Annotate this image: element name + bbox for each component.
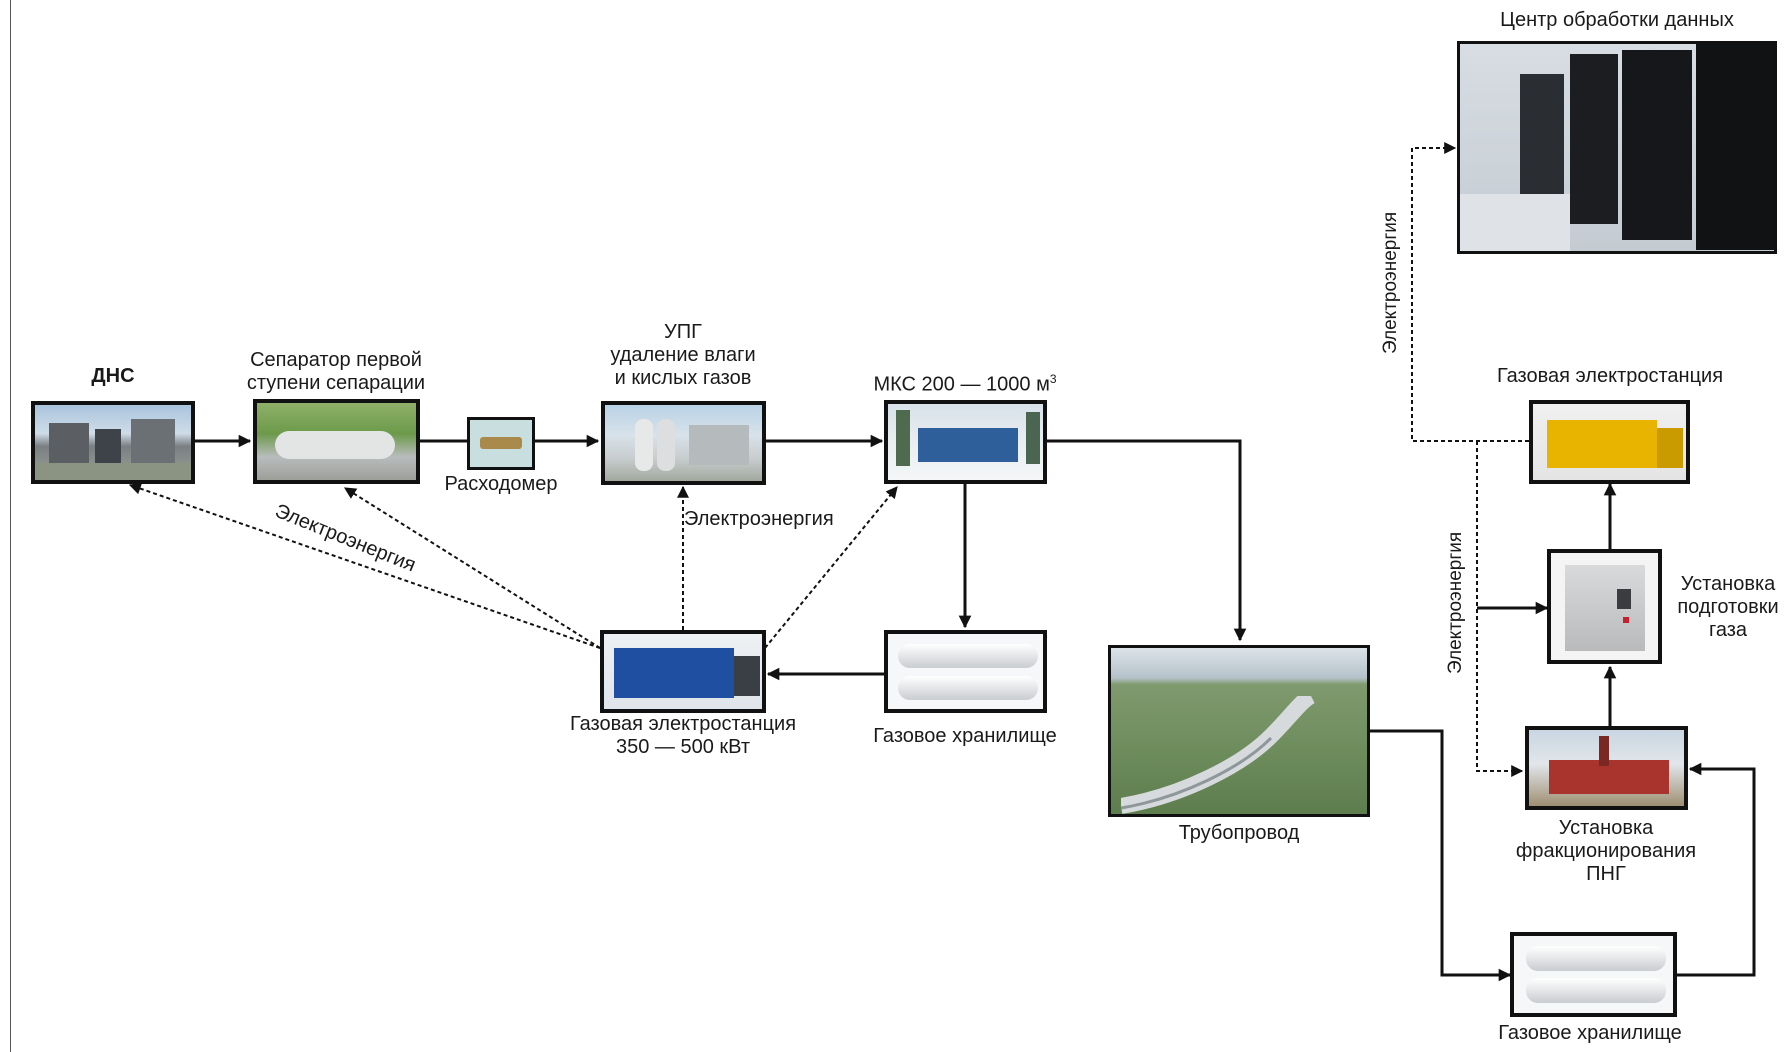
gas-generator-photo	[604, 634, 762, 709]
separator-node	[253, 399, 420, 484]
flowmeter-label: Расходомер	[444, 473, 558, 495]
gas-prep-label-line-1: Установка	[1680, 573, 1776, 595]
power-to-datacenter	[1411, 142, 1529, 442]
gas-generator-photo-2	[1533, 404, 1686, 480]
storage-2-node	[1510, 932, 1677, 1017]
gps-small-label: Газовая электростанция 350 — 500 кВт	[543, 713, 823, 759]
gps-small-label-line-2: 350 — 500 кВт	[616, 736, 750, 758]
dns-node	[31, 401, 195, 484]
fractionation-label-line-2: фракционирования	[1515, 840, 1697, 862]
compressor-station-photo	[888, 404, 1043, 480]
gas-tanks-photo	[888, 634, 1043, 709]
gas-tanks-photo-2	[1514, 936, 1673, 1013]
gas-prep-label-line-3: газа	[1708, 619, 1748, 641]
edge-pipeline-storage2	[1370, 729, 1512, 982]
gas-prep-label: Установка подготовки газа	[1665, 573, 1791, 642]
upg-label: УПГ удаление влаги и кислых газов	[583, 321, 783, 390]
pipeline-label: Трубопровод	[1178, 822, 1300, 844]
flowmeter-icon	[480, 437, 522, 449]
gps-small-node	[600, 630, 766, 713]
mks-label: МКС 200 — 1000 м3	[850, 368, 1080, 397]
separator-label-line-1: Сепаратор первой	[250, 349, 422, 371]
mks-label-text: МКС 200 — 1000 м	[873, 373, 1050, 396]
storage-1-label: Газовое хранилище	[873, 725, 1057, 747]
pipeline-node	[1108, 645, 1370, 817]
power-to-dns	[128, 482, 601, 649]
gas-prep-label-line-2: подготовки	[1677, 596, 1779, 618]
storage-2-label: Газовое хранилище	[1498, 1022, 1682, 1044]
fractionation-unit-photo	[1529, 730, 1684, 806]
power-to-separator	[343, 487, 601, 649]
power-label-upg: Электроэнергия	[684, 508, 834, 530]
fractionation-label-line-3: ПНГ	[1586, 863, 1626, 885]
storage-1-node	[884, 630, 1047, 713]
separator-photo	[275, 431, 395, 459]
fractionation-node	[1525, 726, 1688, 810]
power-to-gasprep-fractionation	[1476, 441, 1524, 777]
fractionation-label-line-1: Установка	[1558, 817, 1654, 839]
oil-pumping-station-photo	[35, 405, 191, 480]
fractionation-label: Установка фракционирования ПНГ	[1491, 817, 1721, 886]
power-label-datacenter: Электроэнергия	[1380, 211, 1401, 354]
gas-preparation-unit-photo	[1565, 565, 1645, 651]
gps-large-label: Газовая электростанция	[1496, 365, 1724, 387]
gas-prep-node	[1547, 549, 1662, 664]
edge-storage2-fractionation	[1677, 762, 1756, 977]
frame-border	[10, 0, 11, 1052]
upg-node	[601, 401, 766, 485]
separator-label-line-2: ступени сепарации	[246, 372, 426, 394]
upg-label-line-3: и кислых газов	[614, 367, 752, 389]
server-racks-photo	[1460, 44, 1774, 251]
mks-node	[884, 400, 1047, 484]
power-label-right: Электроэнергия	[1445, 531, 1466, 674]
gps-large-node	[1529, 400, 1690, 484]
mks-label-sup: 3	[1049, 372, 1057, 386]
upg-label-line-2: удаление влаги	[610, 344, 756, 366]
dns-label: ДНС	[91, 365, 135, 387]
flowmeter-node	[467, 417, 535, 470]
separator-label: Сепаратор первой ступени сепарации	[236, 349, 436, 395]
datacenter-node	[1457, 41, 1777, 254]
pipeline-photo	[1119, 688, 1361, 814]
upg-label-line-1: УПГ	[664, 321, 702, 343]
pipeline-drawing	[1119, 688, 1316, 814]
edge-mks-pipeline	[1047, 439, 1247, 642]
datacenter-label: Центр обработки данных	[1500, 9, 1734, 31]
gas-treatment-photo	[605, 405, 762, 481]
gps-small-label-line-1: Газовая электростанция	[569, 713, 797, 735]
